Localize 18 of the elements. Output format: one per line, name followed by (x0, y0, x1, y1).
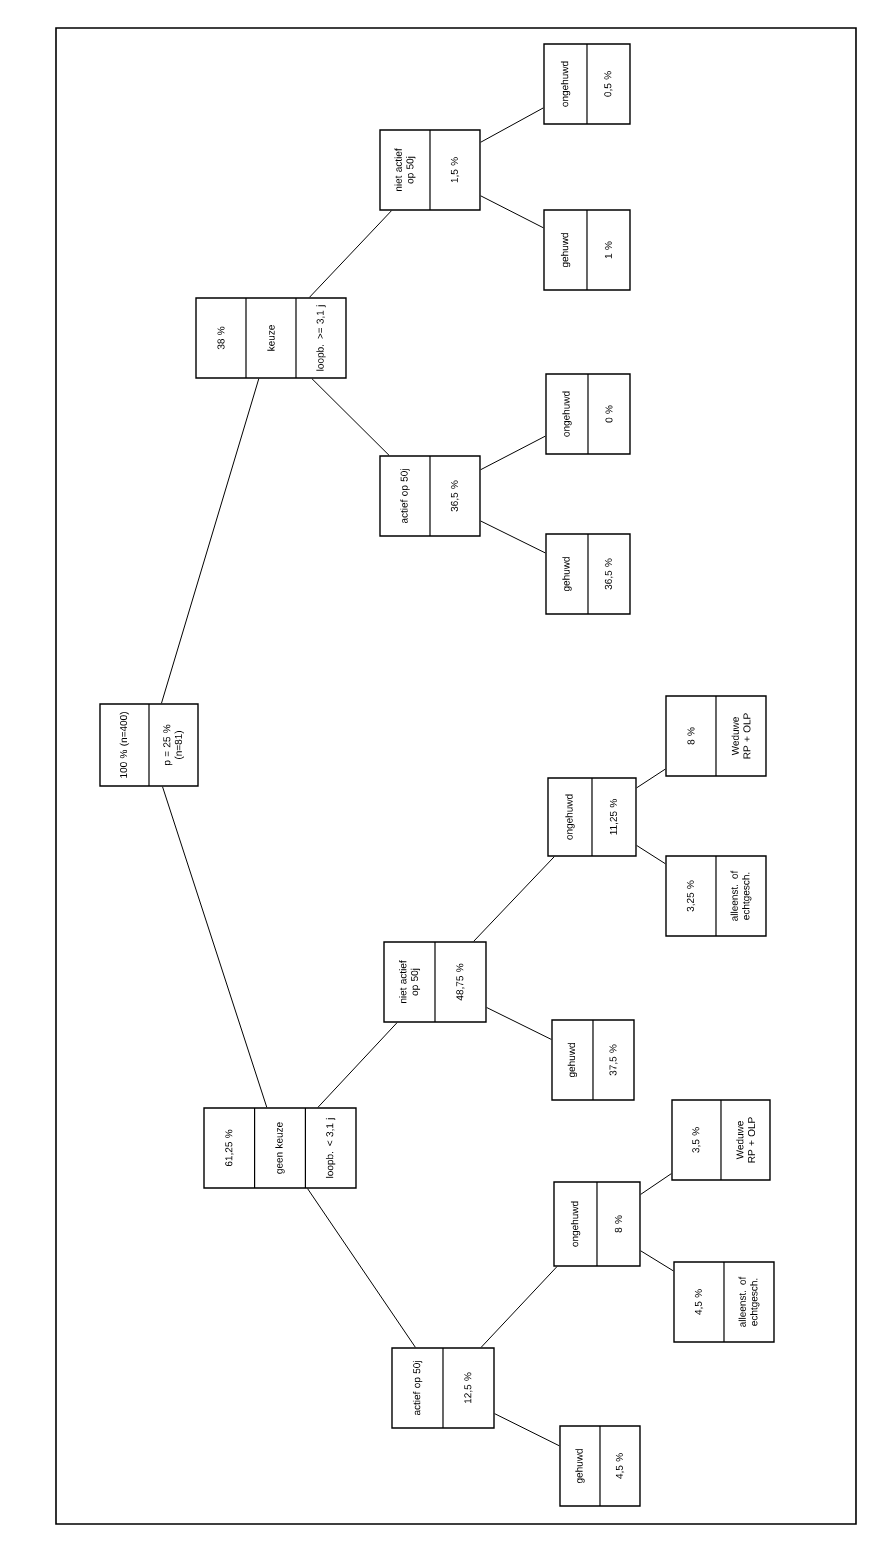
connector-line (480, 435, 546, 471)
connector-line (160, 378, 260, 704)
connector-line (480, 520, 546, 554)
connector-line (311, 378, 390, 456)
connector-line (309, 210, 392, 298)
connector-line (486, 1007, 552, 1040)
connector-line (317, 1022, 398, 1108)
connector-line (640, 1173, 672, 1195)
connector-line (636, 844, 666, 865)
connector-line (480, 1266, 558, 1348)
connector-line (480, 195, 544, 229)
connector-line (473, 856, 555, 942)
connector-line (480, 107, 544, 143)
connector-line (640, 1250, 674, 1272)
connector-line (494, 1413, 560, 1447)
connector-line (307, 1188, 416, 1348)
connector-line (636, 768, 666, 789)
connector-line (162, 786, 268, 1108)
